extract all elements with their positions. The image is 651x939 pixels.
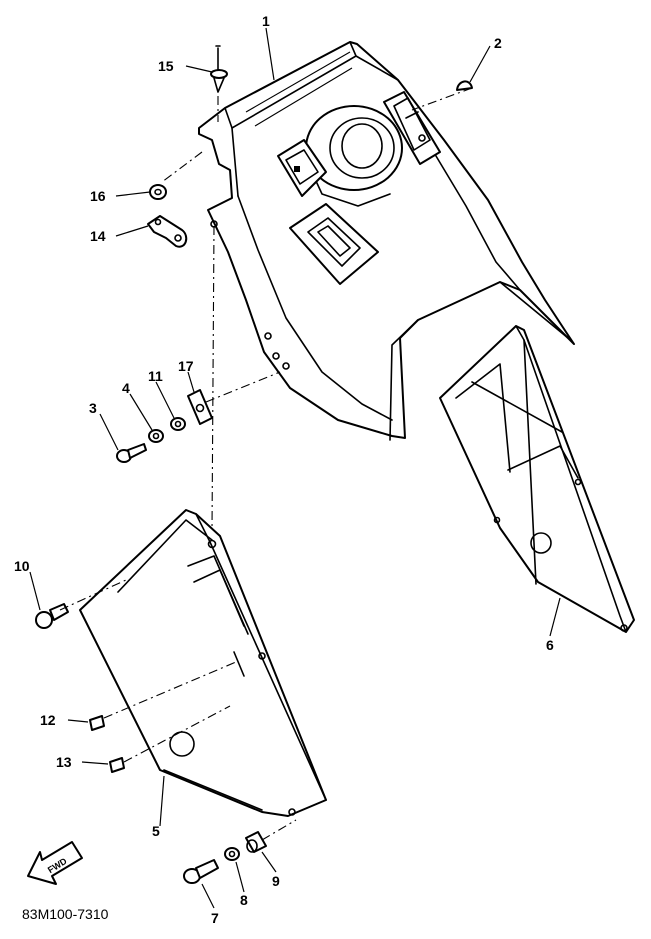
part-13-damper (109, 757, 125, 773)
part-17-bracket (187, 389, 213, 425)
callout-11: 11 (148, 368, 163, 384)
part-7-bolt (183, 859, 219, 884)
drawing-code: 83M100-7310 (22, 906, 109, 922)
part-9-collar (245, 831, 267, 853)
callout-7: 7 (211, 910, 219, 926)
callout-5: 5 (152, 823, 160, 839)
callout-10: 10 (14, 558, 30, 574)
socket-recess (289, 203, 379, 285)
callout-8: 8 (240, 892, 248, 908)
callout-16: 16 (90, 188, 106, 204)
leader-lines (29, 27, 561, 909)
part-1-upper-shroud (198, 41, 575, 441)
part-14-cable-clamp (147, 215, 188, 248)
callout-6: 6 (546, 637, 554, 653)
part-11-nut (170, 417, 186, 431)
part-1-mounting-holes (210, 220, 290, 370)
callout-2: 2 (494, 35, 502, 51)
fwd-direction-arrow-icon: FWD (27, 841, 83, 885)
part-6-right-side-panel (439, 325, 635, 633)
callout-4: 4 (122, 380, 130, 396)
part-15-pin-rivet (210, 45, 228, 93)
part-12-damper (89, 715, 105, 731)
part-10-bolt (35, 603, 69, 629)
assembly-lines (59, 87, 473, 841)
callout-1: 1 (262, 13, 270, 29)
callout-12: 12 (40, 712, 56, 728)
part-5-left-side-panel (79, 509, 327, 817)
callout-labels: 1 2 3 4 5 6 7 8 9 10 11 12 13 14 15 16 1… (14, 13, 554, 926)
callout-14: 14 (90, 228, 106, 244)
part-3-bolt (116, 443, 147, 463)
part-4-nut (148, 429, 164, 443)
part-2-grommet (456, 80, 473, 91)
left-switch-box (277, 139, 327, 197)
callout-9: 9 (272, 873, 280, 889)
part-16-washer (149, 184, 167, 200)
right-switch-box (383, 91, 441, 165)
callout-17: 17 (178, 358, 194, 374)
callout-13: 13 (56, 754, 72, 770)
part-8-washer (224, 847, 240, 861)
callout-15: 15 (158, 58, 174, 74)
callout-3: 3 (89, 400, 97, 416)
